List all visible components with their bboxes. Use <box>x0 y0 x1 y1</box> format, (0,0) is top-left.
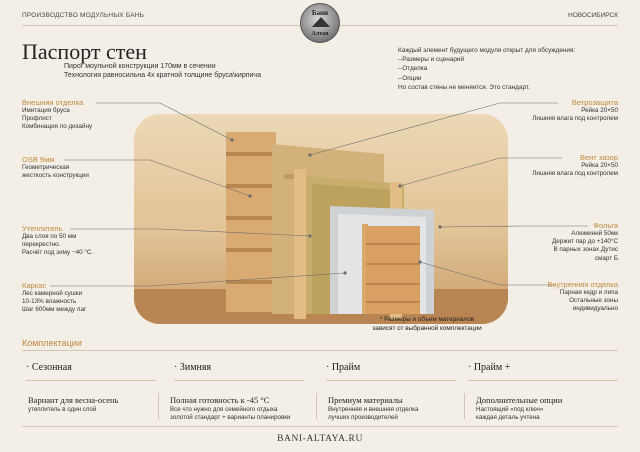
tier-underline <box>174 380 304 381</box>
header-city: НОВОСИБИРСК <box>568 12 618 19</box>
footer-website[interactable]: BANI-ALTAYA.RU <box>277 434 363 444</box>
column-desc: Настоящий «под ключ» каждая деталь учтен… <box>476 406 543 422</box>
layer-title: Утеплитель <box>22 224 63 233</box>
layer-frame: Каркас Лес камерной сушки 10-13% влажнос… <box>22 281 86 315</box>
column-desc-line: Все что нужно для семейного отдыха <box>170 406 278 413</box>
column-title: Дополнительные опции <box>476 395 563 405</box>
tier-seasonal: · Сезонная <box>26 362 72 373</box>
wall-cutaway-image <box>134 114 508 324</box>
roof-icon <box>312 17 330 27</box>
section-title: Комплектации <box>22 338 82 348</box>
layer-title: Каркас <box>22 281 47 290</box>
layer-foil: Фольга Алюминий 50мк Держит пар до +140°… <box>552 221 618 263</box>
column-desc-line: утеплитель в один слой <box>28 406 97 413</box>
inner-lining <box>366 226 420 314</box>
layer-title: OSB 9мм <box>22 155 55 164</box>
frame-stud <box>294 169 306 319</box>
layer-desc: Лишняя влага под контролем <box>532 170 618 178</box>
note-line: * Размеры и объем материалов <box>379 316 475 323</box>
tier-underline <box>326 380 456 381</box>
layer-outer-finish: Внешняя отделка Имитация бруса Профлист … <box>22 98 92 132</box>
note-line: зависят от выбранной комплектации <box>372 324 482 332</box>
layer-desc: Рейка 20×50 <box>581 162 618 169</box>
header-company: ПРОИЗВОДСТВО МОДУЛЬНЫХ БАНЬ <box>22 12 145 19</box>
tier-prime-plus: · Прайм + <box>468 362 511 373</box>
column-title: Варнант для весна-осень <box>28 395 119 405</box>
layer-desc: Профлист <box>22 115 52 123</box>
layer-desc: смарт Б <box>594 254 618 262</box>
column-title: Премиум материалы <box>328 395 403 405</box>
footer-divider <box>22 426 618 427</box>
column-title: Полная готовность к -45 °С <box>170 395 270 405</box>
column-desc-line: Настоящий «под ключ» <box>476 406 544 413</box>
brand-logo: Бани Алтая <box>300 3 340 43</box>
layer-desc: Комбинация по дизайну <box>22 123 93 131</box>
layer-desc: Два слоя по 50 мм <box>22 233 77 240</box>
logo-text-bottom: Алтая <box>311 31 329 37</box>
layer-wind-barrier: Ветрозащита Рейка 20×50 Лишняя влага под… <box>532 98 618 123</box>
column-desc: Все что нужно для семейного отдыха золот… <box>170 406 290 422</box>
layer-desc: Лес камерной сушки <box>22 290 83 297</box>
siding-boards <box>226 132 276 312</box>
layer-insulation: Утеплитель Два слоя по 50 мм перекрестно… <box>22 224 93 258</box>
intro-line: --Отделка <box>398 65 428 73</box>
layer-desc: Расчёт под зиму −40 °С. <box>22 249 94 257</box>
layer-desc: 10-13% влажность <box>22 298 77 306</box>
layer-title: Ветрозащита <box>571 98 618 107</box>
layer-desc: жесткость конструкции <box>22 172 89 180</box>
layer-desc: В парных зонах Дутис <box>553 246 618 254</box>
column-desc: Внутренняя и внешняя отделка лучших прои… <box>328 406 418 422</box>
layer-desc: Алюминий 50мк <box>571 230 618 237</box>
layer-vent-gap: Вент зазор Рейка 20×50 Лишняя влага под … <box>532 153 618 178</box>
layer-title: Фольга <box>593 221 618 230</box>
vent-batten <box>362 224 368 314</box>
layer-desc: Геометрическая <box>22 164 70 171</box>
layer-osb: OSB 9мм Геометрическая жесткость констру… <box>22 155 89 180</box>
tier-underline <box>468 380 618 381</box>
page-title: Паспорт стен <box>22 39 147 64</box>
column-desc-line: золотой стандарт + варианты планировки <box>170 414 291 422</box>
intro-line: --Опции <box>398 74 422 82</box>
column-separator <box>464 393 465 419</box>
layer-title: Вент зазор <box>579 153 618 162</box>
column-desc: утеплитель в один слой <box>28 406 96 414</box>
layer-desc: индивидуально <box>572 305 618 313</box>
logo-text-top: Бани <box>311 9 329 17</box>
layer-title: Внешняя отделка <box>22 98 84 107</box>
layer-inner-finish: Внутренняя отделка Парная кедр и липа Ос… <box>547 280 618 314</box>
tier-underline <box>26 380 156 381</box>
tier-winter: · Зимняя <box>174 362 212 373</box>
layer-desc: Остальные зоны <box>569 297 618 305</box>
layer-desc: Держит пар до +140°С <box>552 238 618 246</box>
layer-desc: Парная кедр и липа <box>559 289 618 296</box>
column-desc-line: каждая деталь учтена <box>476 414 540 422</box>
intro-line: Но состав стены не меняется. Это стандар… <box>398 83 530 91</box>
layer-desc: Шаг 600мм между лаг <box>22 306 87 314</box>
layer-desc: Имитация бруса <box>22 107 70 114</box>
page-subtitle: Пирог моульной конструкции 170мм в сечен… <box>64 62 261 80</box>
intro-line: Каждый элемент будущего модуля открыт дл… <box>398 47 576 54</box>
column-desc-line: лучших производителей <box>328 414 398 422</box>
layer-desc: перекрестно. <box>22 241 61 249</box>
layer-desc: Рейка 20×50 <box>581 107 618 114</box>
column-separator <box>316 393 317 419</box>
subtitle-line: Пирог моульной конструкции 170мм в сечен… <box>64 63 216 70</box>
intro-line: --Размеры и сценарий <box>398 56 465 64</box>
materials-note: * Размеры и объем материалов зависят от … <box>352 316 502 333</box>
intro-text: Каждый элемент будущего модуля открыт дл… <box>398 46 575 92</box>
column-desc-line: Внутренняя и внешняя отделка <box>328 406 419 413</box>
layer-title: Внутренняя отделка <box>547 280 618 289</box>
column-separator <box>158 393 159 419</box>
section-divider <box>22 350 618 351</box>
tier-prime: · Прайм <box>326 362 361 373</box>
subtitle-line: Технология равносильна 4х кратной толщин… <box>64 72 261 79</box>
layer-desc: Лишняя влага под контролем <box>532 115 618 123</box>
